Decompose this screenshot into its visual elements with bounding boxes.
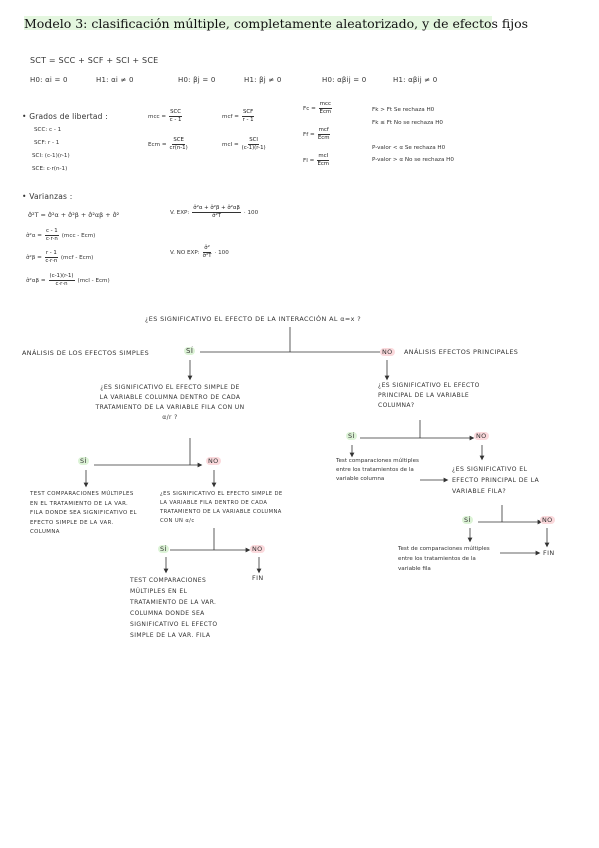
h0-alpha: H0: αi = 0 [30,76,68,84]
gl-scc: SCC: c - 1 [34,127,62,133]
sct-equation: SCT = SCC + SCF + SCI + SCE [30,56,159,65]
no-simple-column: NO [206,457,221,465]
rule-f-reject: Fk > Ft Se rechaza H0 [372,107,435,113]
var-total: σ̂²T = σ̂²α + σ̂²β + σ̂²αβ + σ̂² [28,211,120,219]
question-simple-row: ¿ES SIGNIFICATIVO EL EFECTO SIMPLE DE LA… [160,491,283,524]
h1-interaction: H1: αβij ≠ 0 [393,76,438,84]
test-main-row: Test de comparaciones múltiples entre lo… [398,546,490,572]
mci-formula: mcI = SCI(c-1)(r-1) [222,137,266,152]
test-simple-row: TEST COMPARACIONES MÚLTIPLES EN EL TRATA… [130,577,218,639]
title-highlight [24,16,492,30]
rule-p-accept: P-valor > α No se rechaza H0 [372,157,454,163]
grados-heading: • Grados de libertad : [22,112,108,121]
yes-main-column: SÍ [346,432,357,440]
no-simple-row: NO [250,545,265,553]
h0-interaction: H0: αβij = 0 [322,76,367,84]
question-main-column: ¿ES SIGNIFICATIVO EL EFECTO PRINCIPAL DE… [378,382,480,409]
question-main-row: ¿ES SIGNIFICATIVO EL EFECTO PRINCIPAL DE… [452,466,540,495]
yes-interaction: SÍ [184,347,196,355]
rule-f-accept: Fk ≤ Ft No se rechaza H0 [372,120,443,126]
test-main-column: Test comparaciones múltiples entre los t… [336,458,419,482]
yes-main-row: SÍ [462,516,473,524]
h0-beta: H0: βj = 0 [178,76,216,84]
no-main-column: NO [474,432,489,440]
gl-sce: SCE: c·r(n-1) [32,166,68,172]
test-simple-column: TEST COMPARACIONES MÚLTIPLES EN EL TRATA… [30,491,137,535]
label-simple-effects: ANÁLISIS DE LOS EFECTOS SIMPLES [22,349,150,357]
var-interaction: σ̂²αβ = (c-1)(r-1)c·r·n (mcI - Ecm) [26,273,110,288]
rule-p-reject: P-valor < α Se rechaza H0 [372,145,446,151]
page-title: Modelo 3: clasificación múltiple, comple… [24,16,529,31]
h1-alpha: H1: αi ≠ 0 [96,76,134,84]
label-main-effects: ANÁLISIS EFECTOS PRINCIPALES [404,348,519,356]
fin-simple: FIN [252,574,264,582]
varianzas-heading: • Varianzas : [22,192,73,201]
question-interaction: ¿ES SIGNIFICATIVO EL EFECTO DE LA INTERA… [145,315,362,323]
yes-simple-row: SÍ [158,545,169,553]
question-simple-column: ¿ES SIGNIFICATIVO EL EFECTO SIMPLE DE LA… [95,384,245,421]
no-main-row: NO [540,516,555,524]
yes-simple-column: SÍ [78,457,89,465]
gl-scf: SCF: r - 1 [34,140,60,146]
gl-sci: SCI: (c-1)(r-1) [32,153,70,159]
h1-beta: H1: βj ≠ 0 [244,76,282,84]
fin-main: FIN [543,549,555,557]
no-interaction: NO [380,348,395,356]
